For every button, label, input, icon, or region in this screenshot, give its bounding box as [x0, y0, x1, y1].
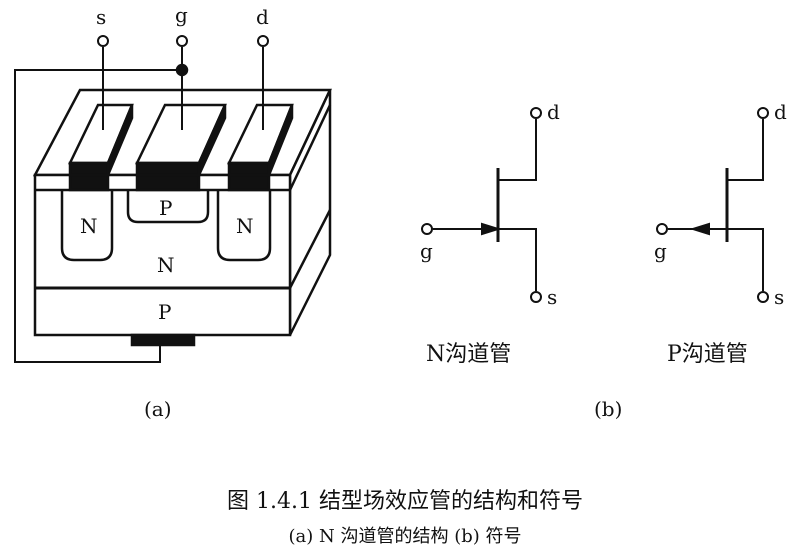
n-gate-label: g — [420, 239, 433, 263]
region-n-left: N — [80, 214, 98, 238]
n-source-terminal-icon — [530, 291, 542, 303]
region-p-substrate: P — [158, 300, 171, 324]
n-drain-label: d — [547, 100, 560, 124]
gate-terminal-icon — [176, 35, 188, 47]
bottom-contact — [130, 333, 196, 347]
n-well-right — [216, 190, 272, 262]
n-channel-title: N沟道管 — [426, 342, 511, 367]
drain-contact — [227, 173, 271, 192]
p-channel-title: P沟道管 — [667, 342, 748, 367]
p-gate-region — [126, 190, 210, 224]
gate-junction-dot — [175, 63, 189, 77]
n-gate-terminal-icon — [421, 223, 433, 235]
jfet-structure — [14, 35, 332, 363]
p-drain-terminal-icon — [757, 107, 769, 119]
p-channel-symbol — [656, 107, 769, 303]
p-gate-terminal-icon — [656, 223, 668, 235]
n-well-left — [60, 190, 114, 262]
p-source-label: s — [774, 285, 784, 309]
n-drain-terminal-icon — [530, 107, 542, 119]
caption-subtitle: (a) N 沟道管的结构 (b) 符号 — [288, 526, 522, 547]
drain-terminal-icon — [257, 35, 269, 47]
label-d-a: d — [256, 5, 269, 29]
gate-contact — [135, 173, 201, 192]
region-n-right: N — [236, 214, 254, 238]
label-a: (a) — [144, 397, 172, 421]
label-g-a: g — [175, 3, 188, 27]
source-contact — [68, 173, 110, 192]
n-source-label: s — [547, 285, 557, 309]
label-b: (b) — [594, 397, 622, 421]
region-n-body: N — [157, 253, 175, 277]
n-channel-symbol — [421, 107, 542, 303]
n-channel-arrow-icon — [481, 222, 502, 236]
p-drain-label: d — [774, 100, 787, 124]
p-source-terminal-icon — [757, 291, 769, 303]
label-s-a: s — [96, 5, 106, 29]
caption-title: 图 1.4.1 结型场效应管的结构和符号 — [227, 489, 583, 514]
p-gate-label: g — [654, 239, 667, 263]
gate-tie-wire — [14, 69, 182, 363]
region-p-top: P — [159, 196, 172, 220]
p-channel-arrow-icon — [689, 222, 710, 236]
source-terminal-icon — [97, 35, 109, 47]
